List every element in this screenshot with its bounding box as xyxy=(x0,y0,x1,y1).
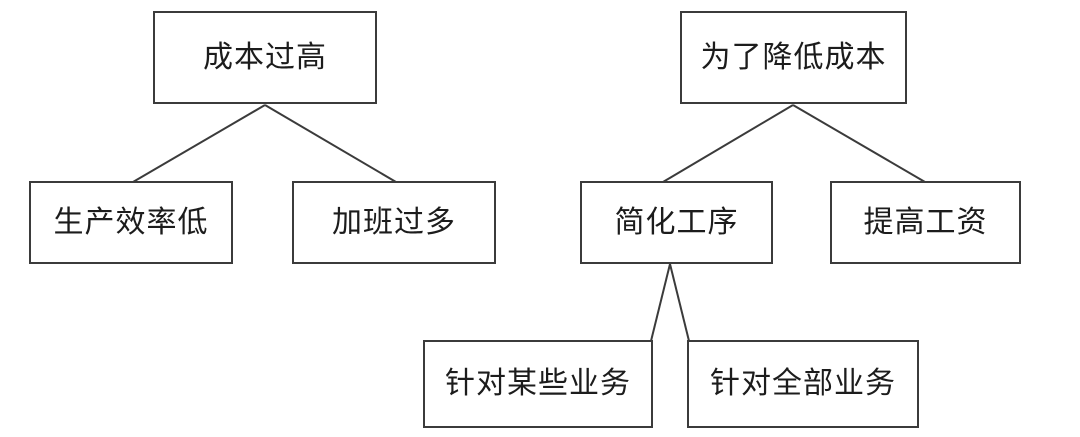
edge-cost-high-to-low-efficiency xyxy=(132,104,266,183)
node-label-overtime: 加班过多 xyxy=(332,204,456,240)
edge-reduce-cost-to-raise-wage xyxy=(792,104,926,183)
node-label-low-efficiency: 生产效率低 xyxy=(53,204,209,240)
node-some-business[interactable]: 针对某些业务 xyxy=(423,340,653,428)
node-low-efficiency[interactable]: 生产效率低 xyxy=(29,181,233,264)
node-simplify-process[interactable]: 简化工序 xyxy=(580,181,773,264)
node-label-simplify-process: 简化工序 xyxy=(614,204,739,240)
node-cost-high[interactable]: 成本过高 xyxy=(153,11,377,104)
node-label-cost-high: 成本过高 xyxy=(203,39,327,75)
edge-simplify-process-to-all-business xyxy=(669,263,690,342)
node-label-reduce-cost: 为了降低成本 xyxy=(700,39,887,75)
edge-cost-high-to-overtime xyxy=(264,104,397,183)
node-label-all-business: 针对全部业务 xyxy=(710,366,896,401)
node-label-some-business: 针对某些业务 xyxy=(445,366,631,401)
node-all-business[interactable]: 针对全部业务 xyxy=(687,340,919,428)
node-reduce-cost[interactable]: 为了降低成本 xyxy=(680,11,907,104)
node-label-raise-wage: 提高工资 xyxy=(863,204,988,240)
edge-reduce-cost-to-simplify-process xyxy=(662,104,794,183)
node-overtime[interactable]: 加班过多 xyxy=(292,181,496,264)
edge-simplify-process-to-some-business xyxy=(650,263,671,342)
node-raise-wage[interactable]: 提高工资 xyxy=(830,181,1021,264)
